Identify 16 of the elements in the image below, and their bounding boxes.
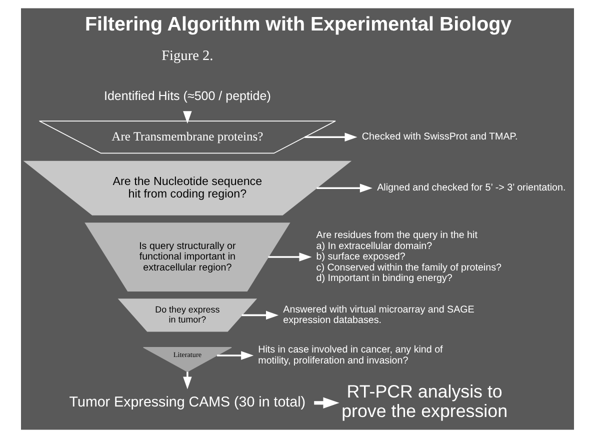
node-text: Aligned and checked for 5’ -> 3’ orientation. xyxy=(377,182,566,194)
label: Figure 2. xyxy=(162,48,214,64)
arrow xyxy=(268,252,312,262)
node-text: Identified Hits (≈500 / peptide) xyxy=(104,89,271,104)
node-text: Are residues from the query in the hit a) In extracellular domain? b) surface exposed? c) Conserved within the family of proteins? d) Important in binding energy? xyxy=(316,230,502,284)
node-text: Answered with virtual microarray and SAGE expression databases. xyxy=(283,304,474,326)
node-text: Hits in case involved in cancer, any kind of motility, proliferation and invasion? xyxy=(258,344,443,366)
arrow xyxy=(217,351,254,360)
diagram-title: Filtering Algorithm with Experimental Biology xyxy=(84,13,512,36)
node-text: Tumor Expressing CAMS (30 in total) xyxy=(69,394,306,410)
arrow xyxy=(242,310,279,320)
arrow xyxy=(304,132,358,142)
arrow xyxy=(316,184,372,193)
arrow xyxy=(314,397,340,409)
node-text: RT-PCR analysis to prove the expression xyxy=(342,382,508,422)
node-text: Checked with SwissProt and TMAP. xyxy=(362,132,518,143)
